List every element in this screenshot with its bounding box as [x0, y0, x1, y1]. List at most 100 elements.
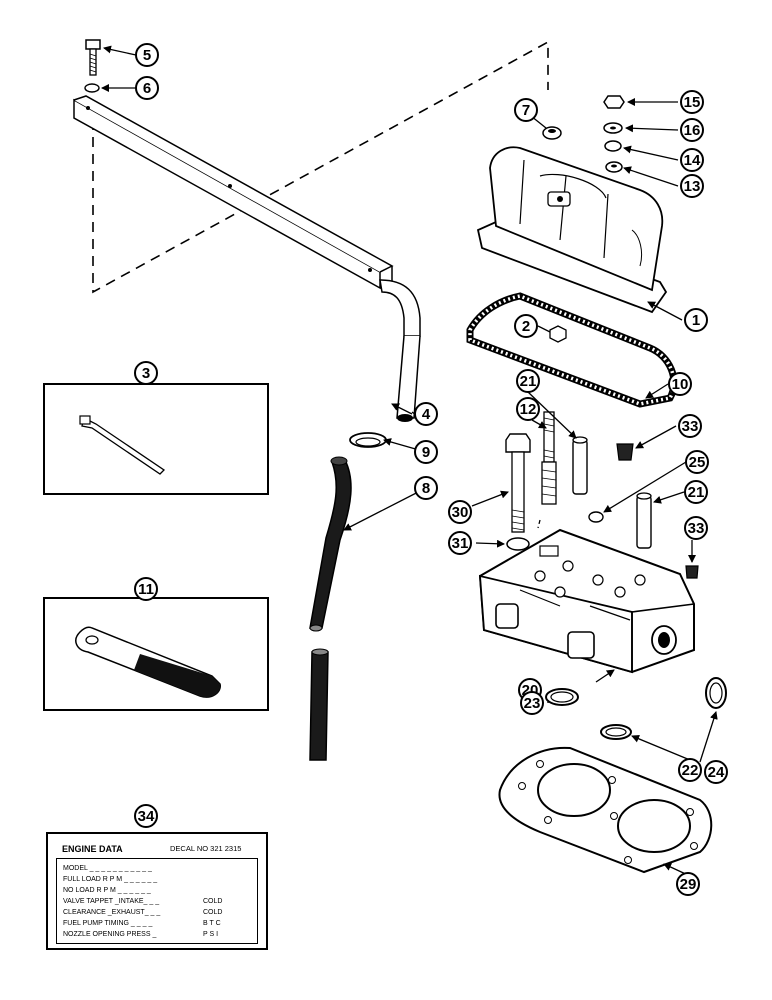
callout-circle — [680, 174, 704, 198]
decal-line-value: COLD — [203, 898, 223, 905]
decal-line: FUEL PUMP TIMING _ _ _ _B T C — [63, 920, 251, 930]
callout-label: 31 — [452, 535, 469, 552]
callout-3: 3 — [134, 361, 158, 385]
hose-part — [309, 456, 352, 761]
callout-circle — [684, 516, 708, 540]
callout-21: 21 — [684, 480, 708, 504]
decal-line-value: P S I — [203, 931, 219, 938]
callout-label: 29 — [680, 876, 697, 893]
callout-label: 10 — [672, 376, 689, 393]
engine-data-decal: ENGINE DATA DECAL NO 321 2315 MODEL _ _ … — [46, 832, 268, 950]
callout-circle — [684, 308, 708, 332]
callout-14: 14 — [680, 148, 704, 172]
callout-circle — [135, 43, 159, 67]
callout-24: 24 — [704, 760, 728, 784]
callout-circle — [685, 450, 709, 474]
callout-6: 6 — [135, 76, 159, 100]
callout-label: 4 — [422, 406, 431, 423]
callout-circle — [514, 98, 538, 122]
valve-guide-part-lower — [636, 492, 652, 549]
callout-circle — [668, 372, 692, 396]
callout-25: 25 — [685, 450, 709, 474]
decal-line-label: NOZZLE OPENING PRESS _ — [63, 931, 157, 938]
callout-11: 11 — [134, 577, 158, 601]
callout-label: 15 — [684, 94, 701, 111]
callout-circle — [680, 148, 704, 172]
callout-12: 12 — [516, 397, 540, 421]
callout-circle — [414, 402, 438, 426]
bolt-part — [85, 39, 101, 76]
callout-7: 7 — [514, 98, 538, 122]
callout-30: 30 — [448, 500, 472, 524]
decal-fields: MODEL _ _ _ _ _ _ _ _ _ _ _ FULL LOAD R P… — [56, 858, 258, 944]
callout-circle — [448, 500, 472, 524]
valve-cover-part — [476, 146, 668, 314]
inset-box-10 — [43, 383, 269, 495]
callout-label: 11 — [138, 581, 154, 598]
decal-line-label: FULL LOAD R P M _ _ _ _ _ _ — [63, 876, 158, 883]
decal-line-label: MODEL _ _ _ _ _ _ _ _ _ _ _ — [63, 865, 152, 872]
callout-label: 33 — [688, 520, 705, 537]
callout-31: 31 — [448, 531, 472, 555]
callout-circle — [678, 414, 702, 438]
decal-line: FULL LOAD R P M _ _ _ _ _ _ — [63, 876, 251, 886]
callout-circle — [448, 531, 472, 555]
cover-gasket-part — [466, 292, 678, 408]
callout-circle — [676, 872, 700, 896]
cylinder-head-part — [478, 528, 695, 674]
head-gasket-part — [498, 746, 713, 874]
callout-2: 2 — [514, 314, 538, 338]
callout-label: 23 — [524, 695, 541, 712]
callout-label: 13 — [684, 178, 701, 195]
decal-line: NO LOAD R P M _ _ _ _ _ _ — [63, 887, 251, 897]
decal-line: MODEL _ _ _ _ _ _ _ _ _ _ _ — [63, 865, 251, 875]
decal-line-label: NO LOAD R P M _ _ _ _ _ _ — [63, 887, 151, 894]
valve-guide-part — [572, 436, 588, 495]
callout-label: 2 — [522, 318, 530, 335]
decal-line-label: CLEARANCE _EXHAUST_ _ _ — [63, 909, 161, 916]
callout-15: 15 — [680, 90, 704, 114]
callout-circle — [414, 440, 438, 464]
callout-33: 33 — [678, 414, 702, 438]
callout-label: 30 — [452, 504, 469, 521]
callout-29: 29 — [676, 872, 700, 896]
callout-21: 21 — [516, 369, 540, 393]
breather-tube-part — [73, 95, 421, 422]
callout-label: 5 — [143, 47, 151, 64]
callout-circle — [134, 577, 158, 601]
callout-label: 25 — [689, 454, 706, 471]
callout-circle — [135, 76, 159, 100]
decal-line: VALVE TAPPET _INTAKE_ _ _ COLD — [63, 898, 251, 908]
callout-label: 21 — [688, 484, 705, 501]
plug-part-lower — [685, 565, 699, 579]
callout-10: 10 — [668, 372, 692, 396]
seal-washer-part — [588, 511, 604, 523]
decal-line-value: B T C — [203, 920, 221, 927]
decal-line-label: VALVE TAPPET _INTAKE_ _ _ — [63, 898, 160, 905]
leader-lines — [101, 45, 718, 877]
stud-part — [541, 411, 557, 505]
callout-label: 9 — [422, 444, 430, 461]
callout-label: 6 — [143, 80, 151, 97]
callout-circle — [684, 480, 708, 504]
callout-label: 7 — [522, 102, 530, 119]
callout-label: 33 — [682, 418, 699, 435]
hose-clamp-part — [349, 432, 387, 448]
callout-circle — [514, 314, 538, 338]
decal-number: DECAL NO 321 2315 — [170, 844, 242, 853]
callout-label: 14 — [684, 152, 701, 169]
seal-ring-part-24 — [705, 677, 727, 709]
callout-label: 3 — [142, 365, 150, 382]
decal-header: ENGINE DATA DECAL NO 321 2315 — [62, 844, 256, 854]
callout-8: 8 — [414, 476, 438, 500]
callout-4: 4 — [414, 402, 438, 426]
head-washer-part — [506, 537, 530, 551]
callout-circle — [134, 804, 158, 828]
callout-1: 1 — [684, 308, 708, 332]
head-bolt-part — [505, 433, 531, 533]
seal-ring-part-22 — [600, 724, 632, 740]
decal-line-value: COLD — [203, 909, 223, 916]
callout-34: 34 — [134, 804, 158, 828]
